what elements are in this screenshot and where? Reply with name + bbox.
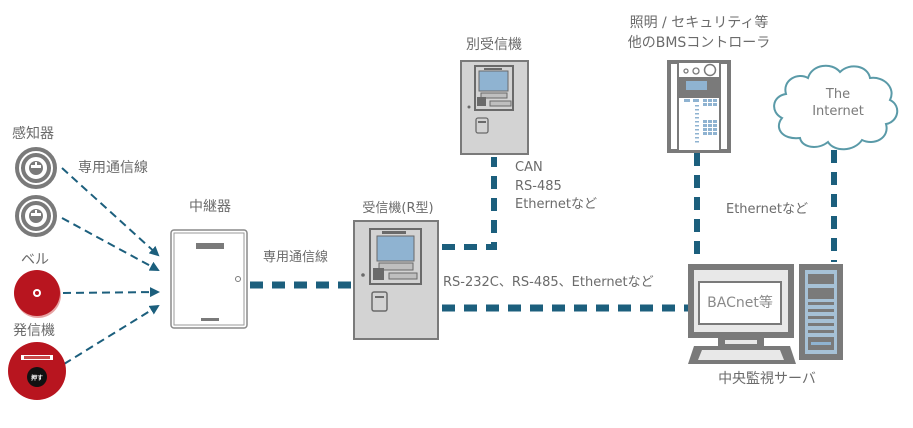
- repeater-label: 中継器: [189, 199, 231, 215]
- monitor-icon: [688, 264, 796, 364]
- sub-receiver-label: 別受信機: [466, 37, 522, 53]
- server-link-label: Ethernetなど: [726, 202, 808, 217]
- bell-label: ベル: [21, 252, 49, 268]
- detector-icon: [15, 195, 57, 237]
- field-links: [61, 167, 160, 365]
- receiver-server-link-label: RS-232C、RS-485、Ethernetなど: [443, 275, 654, 290]
- internet-cloud-icon: [773, 64, 899, 151]
- repeater-icon: [170, 229, 248, 329]
- receiver-icon: [353, 220, 439, 340]
- receiver-label: 受信機(R型): [362, 201, 434, 216]
- bell-icon: [14, 270, 61, 318]
- transmitter-label: 発信機: [13, 323, 55, 339]
- internet-label-line2: Internet: [812, 104, 864, 119]
- sub-link-protocol-rs485: RS-485: [515, 179, 562, 194]
- detector-label: 感知器: [12, 126, 54, 142]
- sub-link-protocol-can: CAN: [515, 160, 543, 175]
- link-detector1-to-repeater: [61, 167, 160, 257]
- bms-controller-icon: [667, 60, 731, 153]
- link-transmitter-to-repeater: [63, 304, 160, 365]
- repeater-link-label: 専用通信線: [263, 250, 329, 265]
- link-detector2-to-repeater: [61, 217, 160, 271]
- link-receiver-to-sub-receiver: [442, 157, 497, 250]
- transmitter-icon: [8, 342, 66, 400]
- sub-link-protocol-ethernet: Ethernetなど: [515, 197, 597, 212]
- field-link-label: 専用通信線: [78, 160, 148, 176]
- link-bell-to-repeater: [62, 287, 160, 298]
- server-tower-icon: [799, 264, 843, 360]
- internet-label: The Internet: [806, 86, 870, 120]
- sub-receiver-icon: [460, 60, 529, 155]
- bms-label-line2: 他のBMSコントローラ: [627, 35, 771, 51]
- central-server-label: 中央監視サーバ: [718, 371, 816, 387]
- transmitter-button-text: 押す: [31, 374, 43, 382]
- bms-label-line1: 照明 / セキュリティ等: [629, 15, 769, 31]
- internet-label-line1: The: [825, 87, 851, 102]
- detector-icon: [15, 147, 57, 189]
- monitor-screen-text: BACnet等: [707, 295, 773, 311]
